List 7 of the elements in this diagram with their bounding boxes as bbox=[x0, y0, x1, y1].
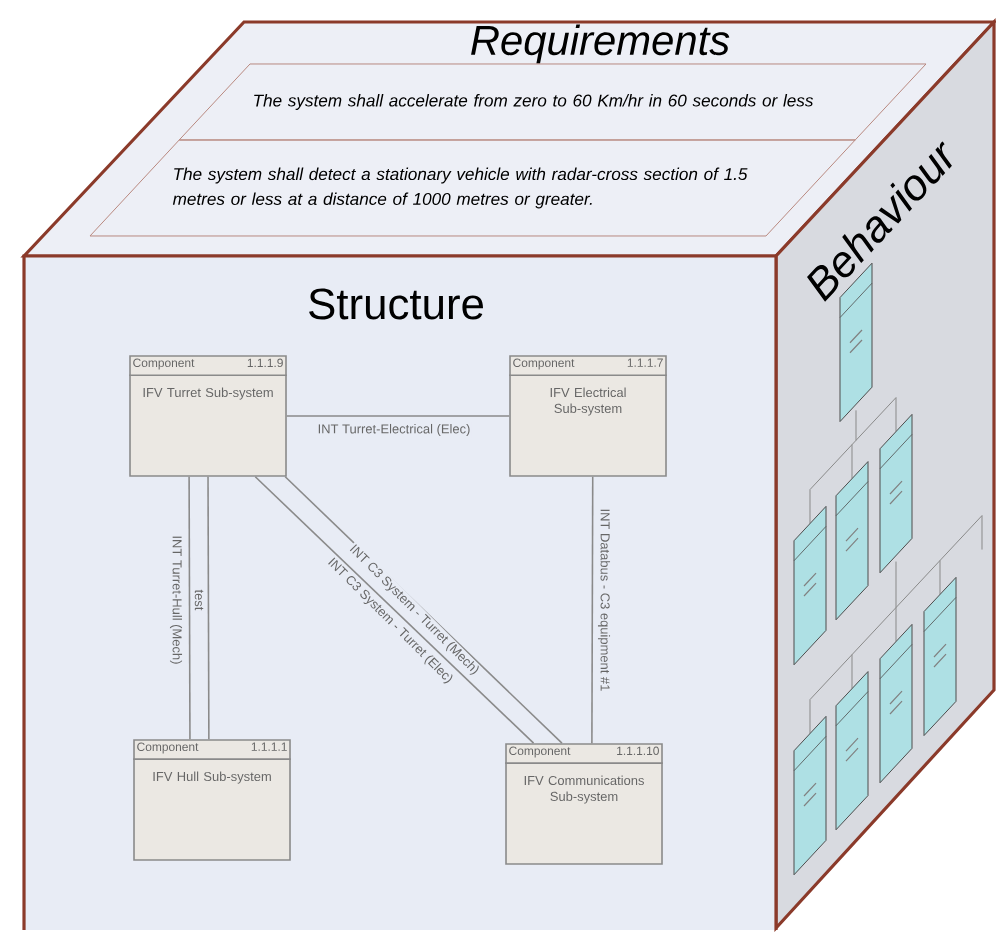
connector bbox=[591, 475, 594, 744]
requirement-row: The system shall detect a stationary vehicle with radar-cross section of 1.5 metres or less at a distance of 1000 metres or greater. bbox=[89, 139, 856, 237]
connector bbox=[188, 475, 191, 740]
connector bbox=[286, 415, 510, 417]
connector bbox=[254, 475, 535, 744]
requirement-row: The system shall accelerate from zero to 60 Km/hr in 60 seconds or less bbox=[178, 63, 927, 141]
connector bbox=[207, 475, 210, 740]
